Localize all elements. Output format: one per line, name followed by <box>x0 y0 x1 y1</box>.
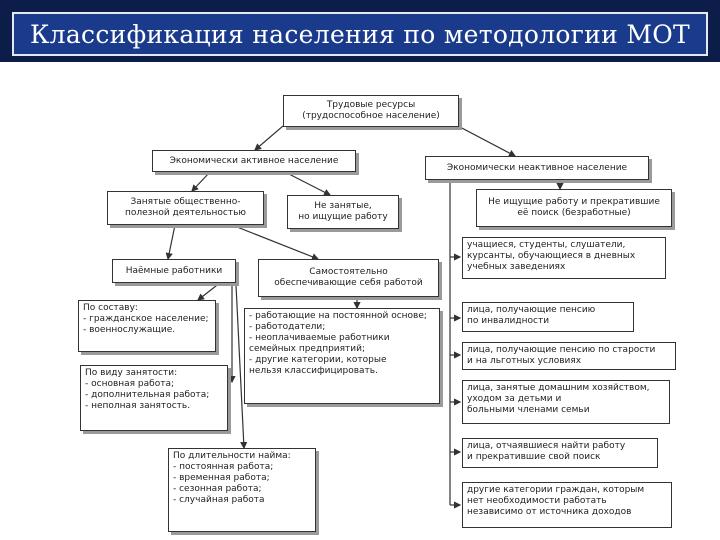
box-line: - случайная работа <box>173 495 265 505</box>
by-employment-type-box: По виду занятости: - основная работа; - … <box>80 365 228 431</box>
old-age-pension-box: лица, получающие пенсию по старости и на… <box>462 342 676 370</box>
box-line: - неполная занятость. <box>85 401 191 411</box>
box-line: её поиск (безработные) <box>517 208 631 218</box>
self-employed-box: Самостоятельно обеспечивающие себя работ… <box>258 259 439 297</box>
box-line: полезной деятельностью <box>124 208 247 218</box>
other-categories-box: другие категории граждан, которым нет не… <box>462 482 672 528</box>
by-composition-box: По составу: - гражданское население; - в… <box>78 300 216 352</box>
box-line: Не занятые, <box>314 201 372 211</box>
economically-active-box: Экономически активное население <box>152 150 356 172</box>
box-line: уходом за детьми и <box>467 394 562 404</box>
box-line: (трудоспособное население) <box>302 111 440 121</box>
box-line: но ищущие работу <box>298 212 388 222</box>
box-line: Наёмные работники <box>125 265 223 276</box>
economically-inactive-box: Экономически неактивное население <box>425 156 649 180</box>
box-line: по инвалидности <box>467 316 550 326</box>
box-line: Занятые общественно- <box>130 197 241 207</box>
employed-box: Занятые общественно- полезной деятельнос… <box>107 191 264 225</box>
students-box: учащиеся, студенты, слушатели, курсанты,… <box>462 237 666 279</box>
box-line: - неоплачиваемые работники <box>249 333 390 343</box>
not-seeking-box: Не ищущие работу и прекратившие её поиск… <box>476 189 672 227</box>
box-line: - военнослужащие. <box>83 325 176 335</box>
box-line: учащиеся, студенты, слушатели, <box>467 240 626 250</box>
box-line: больными членами семьи <box>467 405 590 415</box>
box-line: - работающие на постоянной основе; <box>249 311 427 321</box>
box-line: курсанты, обучающиеся в дневных <box>467 251 636 261</box>
box-line: обеспечивающие себя работой <box>274 278 423 288</box>
unemployed-seeking-box: Не занятые, но ищущие работу <box>287 195 399 229</box>
box-line: учебных заведениях <box>467 262 566 272</box>
box-line: По виду занятости: <box>85 368 178 378</box>
box-line: - постоянная работа; <box>173 462 274 472</box>
box-line: Трудовые ресурсы <box>326 100 416 110</box>
box-line: и на льготных условиях <box>467 356 582 366</box>
box-line: Экономически неактивное население <box>446 162 628 173</box>
box-line: нет необходимости работать <box>467 496 607 506</box>
box-line: - работодатели; <box>249 322 326 332</box>
disability-pension-box: лица, получающие пенсию по инвалидности <box>462 302 634 332</box>
hired-workers-box: Наёмные работники <box>112 259 236 283</box>
box-line: По составу: <box>83 303 138 313</box>
box-line: - гражданское население; <box>83 314 209 324</box>
by-duration-box: По длительности найма: - постоянная рабо… <box>168 448 316 532</box>
box-line: Самостоятельно <box>309 267 388 277</box>
discouraged-box: лица, отчаявшиеся найти работу и прекрат… <box>462 438 658 468</box>
self-employed-categories-box: - работающие на постоянной основе; - раб… <box>244 308 440 404</box>
box-line: и прекратившие свой поиск <box>467 452 601 462</box>
box-line: - сезонная работа; <box>173 484 262 494</box>
box-line: нельзя классифицировать. <box>249 366 378 376</box>
box-line: другие категории граждан, которым <box>467 485 645 495</box>
box-line: независимо от источника доходов <box>467 507 632 517</box>
box-line: Экономически активное население <box>169 155 339 166</box>
box-line: По длительности найма: <box>173 451 291 461</box>
box-line: - основная работа; <box>85 379 175 389</box>
box-line: Не ищущие работу и прекратившие <box>488 197 660 207</box>
box-line: лица, получающие пенсию по старости <box>467 345 656 355</box>
box-line: лица, занятые домашним хозяйством, <box>467 383 650 393</box>
box-line: - другие категории, которые <box>249 355 387 365</box>
box-line: - дополнительная работа; <box>85 390 210 400</box>
box-line: семейных предприятий; <box>249 344 366 354</box>
box-line: - временная работа; <box>173 473 270 483</box>
housework-box: лица, занятые домашним хозяйством, уходо… <box>462 380 670 424</box>
box-line: лица, отчаявшиеся найти работу <box>467 441 626 451</box>
title-frame: Классификация населения по методологии М… <box>12 12 708 56</box>
labor-resources-box: Трудовые ресурсы (трудоспособное населен… <box>283 95 459 127</box>
box-line: лица, получающие пенсию <box>467 305 596 315</box>
header-bar: Классификация населения по методологии М… <box>0 0 720 62</box>
page-title: Классификация населения по методологии М… <box>30 19 690 49</box>
